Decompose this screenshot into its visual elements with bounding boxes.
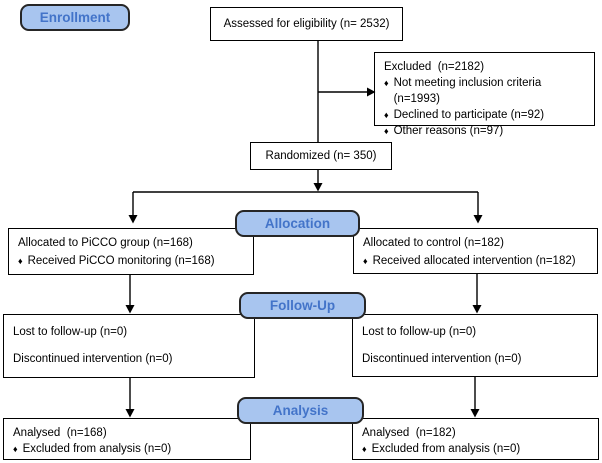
assessed-box: Assessed for eligibility (n= 2532): [210, 7, 403, 41]
excluded-item-row: ♦ Other reasons (n=97): [384, 123, 585, 139]
analysis-left-box: Analysed (n=168) ♦ Excluded from analysi…: [3, 418, 251, 460]
allocation-right-box: Allocated to control (n=182) ♦ Received …: [353, 228, 598, 274]
analysis-right-title: Analysed (n=182): [362, 427, 456, 439]
analysis-left-item-row: ♦ Excluded from analysis (n=0): [13, 441, 241, 457]
allocation-right-item-text: Received allocated intervention (n=182): [372, 255, 576, 267]
excluded-title: Excluded (n=2182): [384, 61, 485, 73]
stage-label-enrollment-text: Enrollment: [39, 10, 111, 25]
analysis-right-box: Analysed (n=182) ♦ Excluded from analysi…: [352, 418, 599, 460]
arrowhead-alloc-left: [128, 215, 138, 224]
analysis-left-item-text: Excluded from analysis (n=0): [22, 443, 172, 455]
randomized-box: Randomized (n= 350): [250, 142, 392, 170]
allocation-left-item-row: ♦ Received PiCCO monitoring (n=168): [18, 252, 244, 270]
assessed-text: Assessed for eligibility (n= 2532): [223, 18, 390, 30]
arrowhead-analysis-right: [470, 409, 480, 418]
diamond-bullet-icon: ♦: [384, 78, 389, 88]
followup-left-line: Lost to follow-up (n=0): [13, 326, 128, 338]
diamond-bullet-icon: ♦: [384, 110, 389, 120]
excluded-box: Excluded (n=2182) ♦ Not meeting inclusio…: [374, 52, 595, 137]
arrowhead-analysis-left: [125, 409, 135, 418]
followup-left-box: Lost to follow-up (n=0) Discontinued int…: [3, 314, 255, 378]
stage-label-analysis-text: Analysis: [272, 403, 329, 418]
diamond-bullet-icon: ♦: [18, 256, 23, 266]
excluded-item-text: Not meeting inclusion criteria (n=1993): [393, 77, 545, 105]
allocation-left-item-text: Received PiCCO monitoring (n=168): [27, 255, 215, 267]
allocation-left-title: Allocated to PiCCO group (n=168): [18, 237, 193, 249]
followup-right-line: Lost to follow-up (n=0): [362, 326, 477, 338]
analysis-left-title: Analysed (n=168): [13, 427, 107, 439]
excluded-item-row: ♦ Not meeting inclusion criteria (n=1993…: [384, 75, 585, 107]
diamond-bullet-icon: ♦: [363, 256, 368, 266]
analysis-right-item-text: Excluded from analysis (n=0): [371, 443, 521, 455]
stage-label-allocation: Allocation: [235, 210, 360, 237]
diamond-bullet-icon: ♦: [384, 126, 389, 136]
excluded-item-row: ♦ Declined to participate (n=92): [384, 107, 585, 123]
diamond-bullet-icon: ♦: [13, 444, 18, 454]
arrowhead-split: [313, 183, 323, 192]
randomized-text: Randomized (n= 350): [265, 150, 377, 162]
allocation-right-item-row: ♦ Received allocated intervention (n=182…: [363, 252, 588, 270]
stage-label-followup-text: Follow-Up: [269, 298, 336, 313]
followup-right-line: Discontinued intervention (n=0): [362, 353, 522, 365]
diamond-bullet-icon: ♦: [362, 444, 367, 454]
arrowhead-followup-left: [125, 305, 135, 314]
excluded-item-text: Declined to participate (n=92): [393, 109, 545, 121]
followup-left-line: Discontinued intervention (n=0): [13, 353, 173, 365]
stage-label-allocation-text: Allocation: [264, 216, 331, 231]
analysis-right-item-row: ♦ Excluded from analysis (n=0): [362, 441, 589, 457]
allocation-right-title: Allocated to control (n=182): [363, 237, 504, 249]
stage-label-enrollment: Enrollment: [20, 4, 130, 31]
allocation-left-box: Allocated to PiCCO group (n=168) ♦ Recei…: [8, 228, 254, 275]
stage-label-analysis: Analysis: [237, 397, 364, 424]
arrowhead-alloc-right: [473, 215, 483, 224]
excluded-item-text: Other reasons (n=97): [393, 125, 504, 137]
arrowhead-followup-right: [472, 305, 482, 314]
stage-label-followup: Follow-Up: [239, 292, 366, 319]
followup-right-box: Lost to follow-up (n=0) Discontinued int…: [352, 314, 598, 377]
